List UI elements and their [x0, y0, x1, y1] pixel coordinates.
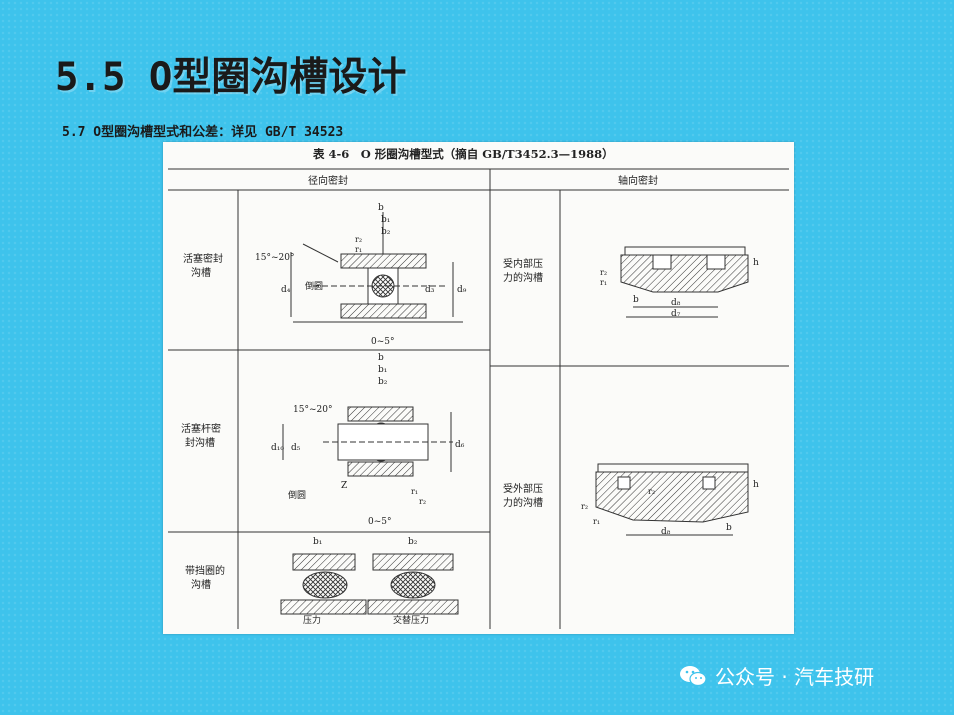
label-d8-2: d₈	[661, 527, 671, 537]
label-angle-2: 0~5°	[371, 337, 395, 347]
label-b-1: b	[378, 203, 384, 213]
label-r2-4: r₂	[648, 487, 655, 496]
label-b-4: b	[726, 523, 732, 533]
label-angle-1: 15°~20°	[255, 253, 294, 263]
watermark: 公众号 · 汽车技研	[679, 661, 874, 690]
scanned-table-image: 表 4-6 O 形圈沟槽型式（摘自 GB/T3452.3—1988） 径向密封 …	[163, 142, 794, 634]
row-label-piston: 活塞密封沟槽	[183, 252, 223, 279]
groove-table-svg: 表 4-6 O 形圈沟槽型式（摘自 GB/T3452.3—1988） 径向密封 …	[168, 147, 789, 629]
label-d10: d₁₀	[271, 443, 284, 453]
row-label-backup: 带挡圈的沟槽	[185, 564, 225, 591]
label-b-3: b	[633, 295, 639, 305]
row-label-rod: 活塞杆密封沟槽	[181, 422, 221, 449]
label-b1-3: b₁	[313, 537, 322, 547]
label-r1-3: r₁	[600, 278, 607, 287]
label-pressure: 压力	[303, 614, 321, 626]
row-label-internal: 受内部压力的沟槽	[503, 257, 543, 284]
label-chamfer-1: 倒圆	[305, 280, 323, 292]
label-d7: d₇	[671, 309, 681, 319]
row-label-external: 受外部压力的沟槽	[503, 482, 543, 509]
label-b2-1: b₂	[381, 227, 391, 237]
label-b1-1: b₁	[381, 215, 390, 225]
label-r2-1: r₂	[355, 235, 362, 244]
drawing-external-pressure	[595, 463, 749, 536]
label-b-2: b	[378, 353, 384, 363]
label-b2-2: b₂	[378, 377, 388, 387]
label-h-2: h	[753, 480, 759, 490]
label-r2-5: r₂	[581, 502, 588, 511]
label-z: Z	[341, 481, 347, 491]
wechat-icon	[680, 665, 707, 686]
header-axial: 轴向密封	[618, 174, 658, 187]
slide-subtitle: 5.7 O型圈沟槽型式和公差：详见 GB/T 34523	[62, 125, 344, 140]
label-angle-3: 15°~20°	[293, 405, 332, 415]
label-h-1: h	[753, 258, 759, 268]
table-grid	[168, 168, 789, 629]
table-caption: 表 4-6 O 形圈沟槽型式（摘自 GB/T3452.3—1988）	[312, 147, 614, 161]
label-d5: d₅	[291, 443, 301, 453]
label-chamfer-2: 倒圆	[288, 489, 306, 501]
label-d4: d₄	[281, 285, 291, 295]
drawing-piston-groove	[290, 212, 463, 323]
slide-title: 5.5 O型圈沟槽设计	[55, 55, 407, 100]
drawing-rod-groove	[282, 406, 453, 477]
label-d6: d₆	[455, 440, 465, 450]
watermark-text: 公众号 · 汽车技研	[715, 665, 875, 689]
label-b1-2: b₁	[378, 365, 387, 375]
label-r2-2: r₂	[419, 497, 426, 506]
label-r1-1: r₁	[355, 245, 362, 254]
label-alt-pressure: 交替压力	[393, 614, 429, 626]
label-angle-4: 0~5°	[368, 517, 392, 527]
label-d8-1: d₈	[671, 298, 681, 308]
label-d9: d₉	[457, 285, 467, 295]
header-radial: 径向密封	[308, 174, 348, 187]
label-r1-4: r₁	[593, 517, 600, 526]
drawing-internal-pressure	[620, 246, 749, 318]
label-d3: d₃	[425, 285, 435, 295]
label-b2-3: b₂	[408, 537, 418, 547]
label-r2-3: r₂	[600, 268, 607, 277]
label-r1-2: r₁	[411, 487, 418, 496]
drawing-backup-ring	[280, 553, 459, 615]
